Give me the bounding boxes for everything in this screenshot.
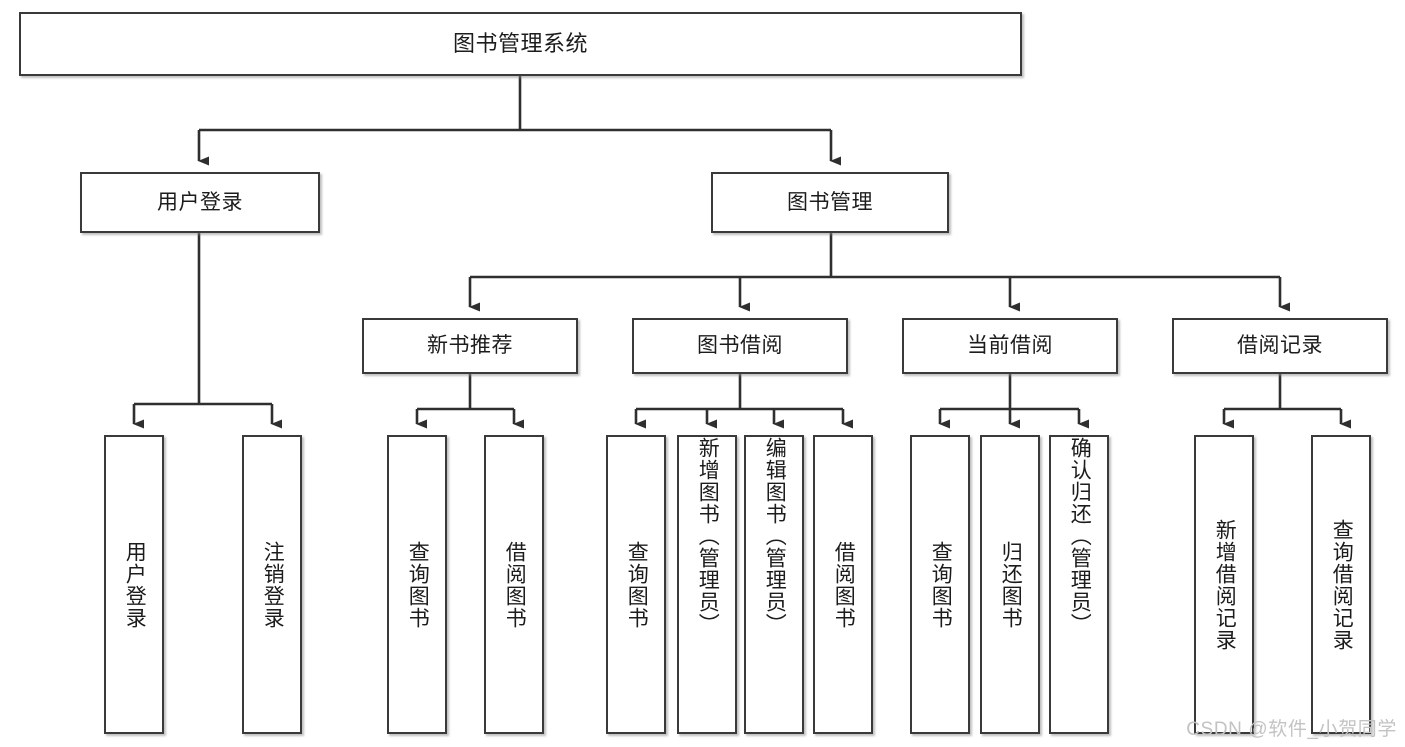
- node-label: 借阅记录: [1237, 334, 1323, 358]
- node-label: 确认归还（管理员）: [1068, 437, 1092, 635]
- node-label: 注销登录: [261, 540, 285, 629]
- node-label: 借阅图书: [503, 540, 527, 629]
- node-borrow-record[interactable]: 借阅记录: [1172, 318, 1388, 374]
- node-leaf-user-login-login[interactable]: 用户登录: [104, 435, 164, 734]
- node-leaf-borrow-query-book[interactable]: 查询图书: [606, 435, 666, 734]
- node-leaf-borrow-add-book-admin[interactable]: 新增图书（管理员）: [677, 435, 737, 734]
- node-current-borrow[interactable]: 当前借阅: [902, 318, 1118, 374]
- node-label: 查询图书: [929, 540, 953, 629]
- node-label: 用户登录: [157, 190, 243, 214]
- csdn-watermark: CSDN @软件_小贺同学: [1186, 719, 1397, 740]
- node-label: 借阅图书: [832, 540, 856, 629]
- node-label: 用户登录: [123, 540, 147, 629]
- node-leaf-user-login-logout[interactable]: 注销登录: [242, 435, 302, 734]
- node-label: 新书推荐: [427, 334, 513, 358]
- node-label: 图书管理: [787, 190, 873, 214]
- node-leaf-borrow-borrow-book[interactable]: 借阅图书: [813, 435, 873, 734]
- node-new-book-recommend[interactable]: 新书推荐: [362, 318, 578, 374]
- node-book-borrow[interactable]: 图书借阅: [632, 318, 848, 374]
- node-label: 查询借阅记录: [1330, 518, 1354, 651]
- node-label: 当前借阅: [967, 334, 1053, 358]
- node-leaf-current-query-book[interactable]: 查询图书: [910, 435, 970, 734]
- node-leaf-borrow-edit-book-admin[interactable]: 编辑图书（管理员）: [744, 435, 804, 734]
- node-leaf-current-return-book[interactable]: 归还图书: [980, 435, 1040, 734]
- node-label: 查询图书: [406, 540, 430, 629]
- node-user-login[interactable]: 用户登录: [80, 172, 320, 233]
- node-label: 新增图书（管理员）: [696, 437, 720, 635]
- node-label: 归还图书: [999, 540, 1023, 629]
- node-leaf-record-add-record[interactable]: 新增借阅记录: [1194, 435, 1254, 734]
- node-label: 图书管理系统: [452, 30, 588, 56]
- node-label: 新增借阅记录: [1213, 518, 1237, 651]
- node-label: 编辑图书（管理员）: [763, 437, 787, 635]
- node-label: 图书借阅: [697, 334, 783, 358]
- node-leaf-current-confirm-return-admin[interactable]: 确认归还（管理员）: [1049, 435, 1109, 734]
- node-leaf-recommend-borrow-book[interactable]: 借阅图书: [484, 435, 544, 734]
- node-leaf-recommend-query-book[interactable]: 查询图书: [387, 435, 447, 734]
- node-root-book-management-system[interactable]: 图书管理系统: [19, 12, 1022, 76]
- node-label: 查询图书: [625, 540, 649, 629]
- node-leaf-record-query-record[interactable]: 查询借阅记录: [1311, 435, 1371, 734]
- node-book-management[interactable]: 图书管理: [711, 172, 949, 233]
